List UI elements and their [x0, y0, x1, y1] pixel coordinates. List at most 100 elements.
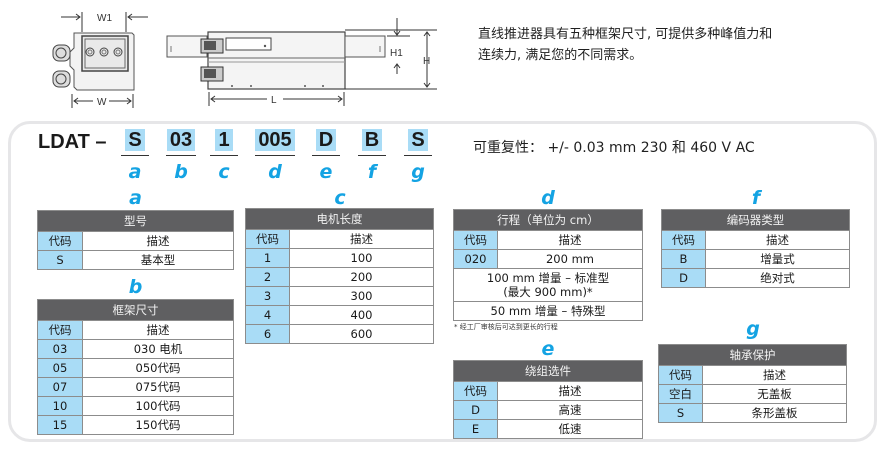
row-desc: 400	[289, 305, 434, 325]
table-title: 编码器类型	[661, 209, 850, 231]
table-row: S 基本型	[37, 250, 234, 270]
code-letter: f	[367, 161, 377, 183]
h1-label: H1	[390, 48, 403, 59]
table-header-row: 代码 描述	[658, 365, 847, 385]
code-segment-d: 005 d	[255, 129, 295, 183]
row-desc: 150代码	[82, 415, 234, 435]
row-desc: 基本型	[82, 250, 234, 270]
row-desc: 无盖板	[702, 384, 847, 404]
code-value: 005	[255, 129, 295, 151]
intro-line-2: 连续力, 满足您的不同需求。	[478, 48, 643, 63]
row-desc: 条形盖板	[702, 403, 847, 423]
table-row: 空白无盖板	[658, 384, 847, 404]
table-header-row: 代码 描述	[245, 229, 434, 249]
table-note-row: 100 mm 增量 – 标准型 (最大 900 mm)*	[453, 268, 643, 302]
row-desc: 增量式	[705, 249, 850, 269]
code-segment-f: B f	[358, 129, 386, 183]
stroke-footnote: * 经工厂审核后可达到更长的行程	[454, 323, 558, 331]
w-label: W	[97, 97, 107, 108]
table-model-type: 型号 代码 描述 S 基本型	[37, 210, 234, 270]
increment-standard-line1: 100 mm 增量 – 标准型	[486, 271, 610, 285]
code-letter: a	[128, 161, 142, 183]
table-note-row: 50 mm 增量 – 特殊型	[453, 301, 643, 321]
col-desc: 描述	[82, 320, 234, 340]
model-prefix: LDAT –	[38, 131, 107, 153]
table-header-row: 代码 描述	[661, 230, 850, 250]
col-desc: 描述	[289, 229, 434, 249]
col-desc: 描述	[702, 365, 847, 385]
code-segment-c: 1 c	[210, 129, 238, 183]
code-letter: g	[411, 161, 425, 183]
section-letter-a: a	[129, 187, 142, 209]
code-value: D	[315, 129, 337, 151]
row-code: 3	[245, 286, 290, 306]
code-value: 1	[215, 129, 233, 151]
row-desc: 高速	[497, 400, 643, 420]
col-desc: 描述	[497, 230, 643, 250]
table-header-row: 代码 描述	[37, 231, 234, 251]
side-view-drawing: H1 H L	[166, 18, 437, 106]
underline	[312, 155, 340, 156]
code-value: B	[361, 129, 383, 151]
table-title: 绕组选件	[453, 360, 643, 382]
row-code: 2	[245, 267, 290, 287]
section-letter-g: g	[746, 318, 760, 340]
row-desc: 600	[289, 324, 434, 344]
code-value: S	[408, 129, 428, 151]
row-desc: 绝对式	[705, 268, 850, 288]
row-code: E	[453, 419, 498, 439]
code-segment-a: S a	[121, 129, 149, 183]
row-code: D	[453, 400, 498, 420]
code-segment-g: S g	[404, 129, 432, 183]
row-desc: 100	[289, 248, 434, 268]
h-label: H	[423, 56, 430, 67]
table-header-row: 代码 描述	[37, 320, 234, 340]
row-code: S	[37, 250, 83, 270]
code-letter: c	[218, 161, 230, 183]
table-title: 框架尺寸	[37, 299, 234, 321]
ordering-frame	[8, 121, 877, 442]
increment-standard-line2: (最大 900 mm)*	[503, 285, 593, 299]
table-title: 型号	[37, 210, 234, 232]
row-code: 15	[37, 415, 83, 435]
col-code: 代码	[245, 229, 290, 249]
row-code: S	[658, 403, 703, 423]
col-desc: 描述	[497, 381, 643, 401]
row-code: 07	[37, 377, 83, 397]
l-label: L	[271, 95, 277, 106]
row-desc: 050代码	[82, 358, 234, 378]
underline	[404, 155, 432, 156]
row-code: 6	[245, 324, 290, 344]
code-letter: d	[268, 161, 282, 183]
table-header-row: 代码 描述	[453, 230, 643, 250]
table-title: 行程（单位为 cm）	[453, 209, 643, 231]
row-desc: 300	[289, 286, 434, 306]
intro-text: 直线推进器具有五种框架尺寸, 可提供多种峰值力和 连续力, 满足您的不同需求。	[478, 24, 838, 66]
table-header-row: 代码 描述	[453, 381, 643, 401]
col-code: 代码	[661, 230, 706, 250]
underline	[210, 155, 238, 156]
row-code: 空白	[658, 384, 703, 404]
row-desc: 100代码	[82, 396, 234, 416]
section-letter-d: d	[541, 187, 555, 209]
table-title: 轴承保护	[658, 344, 847, 366]
row-code: D	[661, 268, 706, 288]
code-segment-b: 03 b	[166, 129, 196, 183]
row-desc: 200	[289, 267, 434, 287]
row-code: 4	[245, 305, 290, 325]
